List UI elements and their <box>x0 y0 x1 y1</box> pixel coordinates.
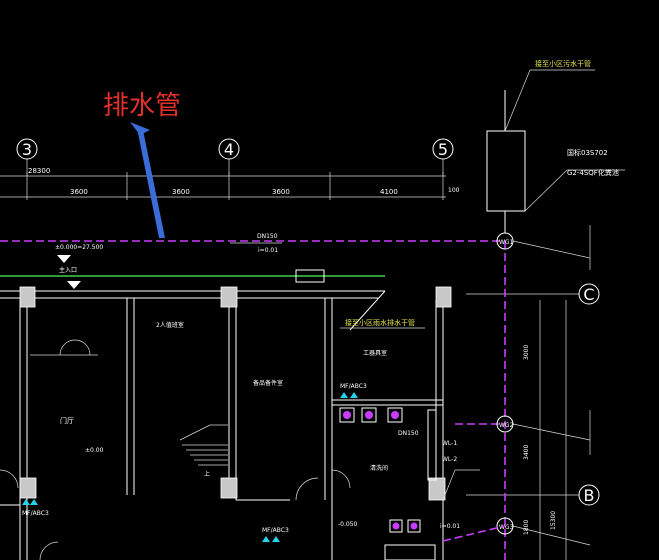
dimension-row: 28300 3600 3600 3600 4100 100 <box>0 167 460 200</box>
main-entrance-label: 主入口 <box>59 266 77 274</box>
septic-tank: 国标03S702 G2-4SQF化粪池 <box>486 90 625 233</box>
building-walls <box>0 290 444 560</box>
room-doorman: 2人值班室 <box>156 321 184 329</box>
grid-axis-b: B <box>466 484 600 506</box>
svg-text:B: B <box>584 486 595 505</box>
room-tool-store: 工器具室 <box>363 349 387 357</box>
wash-room-fixtures <box>339 407 437 560</box>
svg-text:3000: 3000 <box>523 345 530 360</box>
annotation-arrow-shaft <box>137 128 165 238</box>
tank-model-label: G2-4SQF化粪池 <box>567 168 619 177</box>
dim-3600-a: 3600 <box>70 188 88 196</box>
svg-text:WG1: WG1 <box>499 239 514 246</box>
extinguisher-group-3: MF/ABC3 <box>262 527 289 542</box>
elevation-zero-label: ±0.000=27.500 <box>55 244 103 251</box>
sewer-main-callout: 接至小区污水干管 <box>504 59 595 132</box>
grid-axis-c: C <box>466 283 600 305</box>
svg-text:15300: 15300 <box>550 511 557 530</box>
riser-wl2: WL-2 <box>442 456 457 463</box>
svg-text:WG2: WG2 <box>499 422 514 429</box>
svg-text:MF/ABC3: MF/ABC3 <box>262 527 289 534</box>
dim-100: 100 <box>448 187 460 194</box>
svg-text:C: C <box>583 285 594 304</box>
svg-text:3400: 3400 <box>523 445 530 460</box>
svg-text:上: 上 <box>204 470 210 478</box>
annotation-arrow-head <box>130 122 150 135</box>
grid-axis-5: 5 <box>432 138 454 176</box>
grid-axis-4: 4 <box>218 138 240 176</box>
riser-wl1: WL-1 <box>442 440 457 447</box>
room-equipment: 备品备件室 <box>253 379 283 387</box>
svg-text:4: 4 <box>224 140 234 159</box>
pipe-slope-a: i=0.01 <box>258 247 278 254</box>
pipe-slope-b: i=0.01 <box>440 523 460 530</box>
manhole-wg2: WG2 <box>496 415 514 433</box>
room-elevation: -0.050 <box>338 521 358 528</box>
entrance-arrow-bottom <box>67 281 81 289</box>
drain-pipe-annotation: 排水管 <box>103 91 181 121</box>
dim-28300: 28300 <box>28 167 50 175</box>
extinguisher-group-1: MF/ABC3 <box>340 383 367 398</box>
svg-text:5: 5 <box>438 140 448 159</box>
room-lobby: 门厅 <box>60 416 74 425</box>
svg-text:MF/ABC3: MF/ABC3 <box>340 383 367 390</box>
columns <box>19 286 452 501</box>
dim-3600-c: 3600 <box>272 188 290 196</box>
stairs: 上 <box>179 424 228 478</box>
dim-3600-b: 3600 <box>172 188 190 196</box>
right-dimensions: 3000 3400 1800 15300 <box>523 300 567 560</box>
entrance-arrow-top <box>57 255 71 263</box>
pipe-dn150-a: DN150 <box>257 233 278 240</box>
svg-text:接至小区雨水排水干管: 接至小区雨水排水干管 <box>345 318 415 327</box>
svg-text:3: 3 <box>22 140 32 159</box>
rain-main-callout: 接至小区雨水排水干管 <box>340 318 425 329</box>
pipe-dn150-b: DN150 <box>398 430 419 437</box>
tank-ref-label: 国标03S702 <box>567 148 608 157</box>
svg-text:WG3: WG3 <box>499 524 514 531</box>
pipe-fitting <box>295 269 325 283</box>
svg-text:接至小区污水干管: 接至小区污水干管 <box>535 59 591 68</box>
svg-text:MF/ABC3: MF/ABC3 <box>22 510 49 517</box>
extinguisher-group-2: MF/ABC3 <box>22 499 49 517</box>
svg-text:1800: 1800 <box>523 520 530 535</box>
manhole-leaders <box>512 225 591 546</box>
dim-4100: 4100 <box>380 188 398 196</box>
doors <box>0 339 351 560</box>
lobby-elevation: ±0.00 <box>85 447 104 454</box>
room-wash: 清洗间 <box>370 464 388 472</box>
